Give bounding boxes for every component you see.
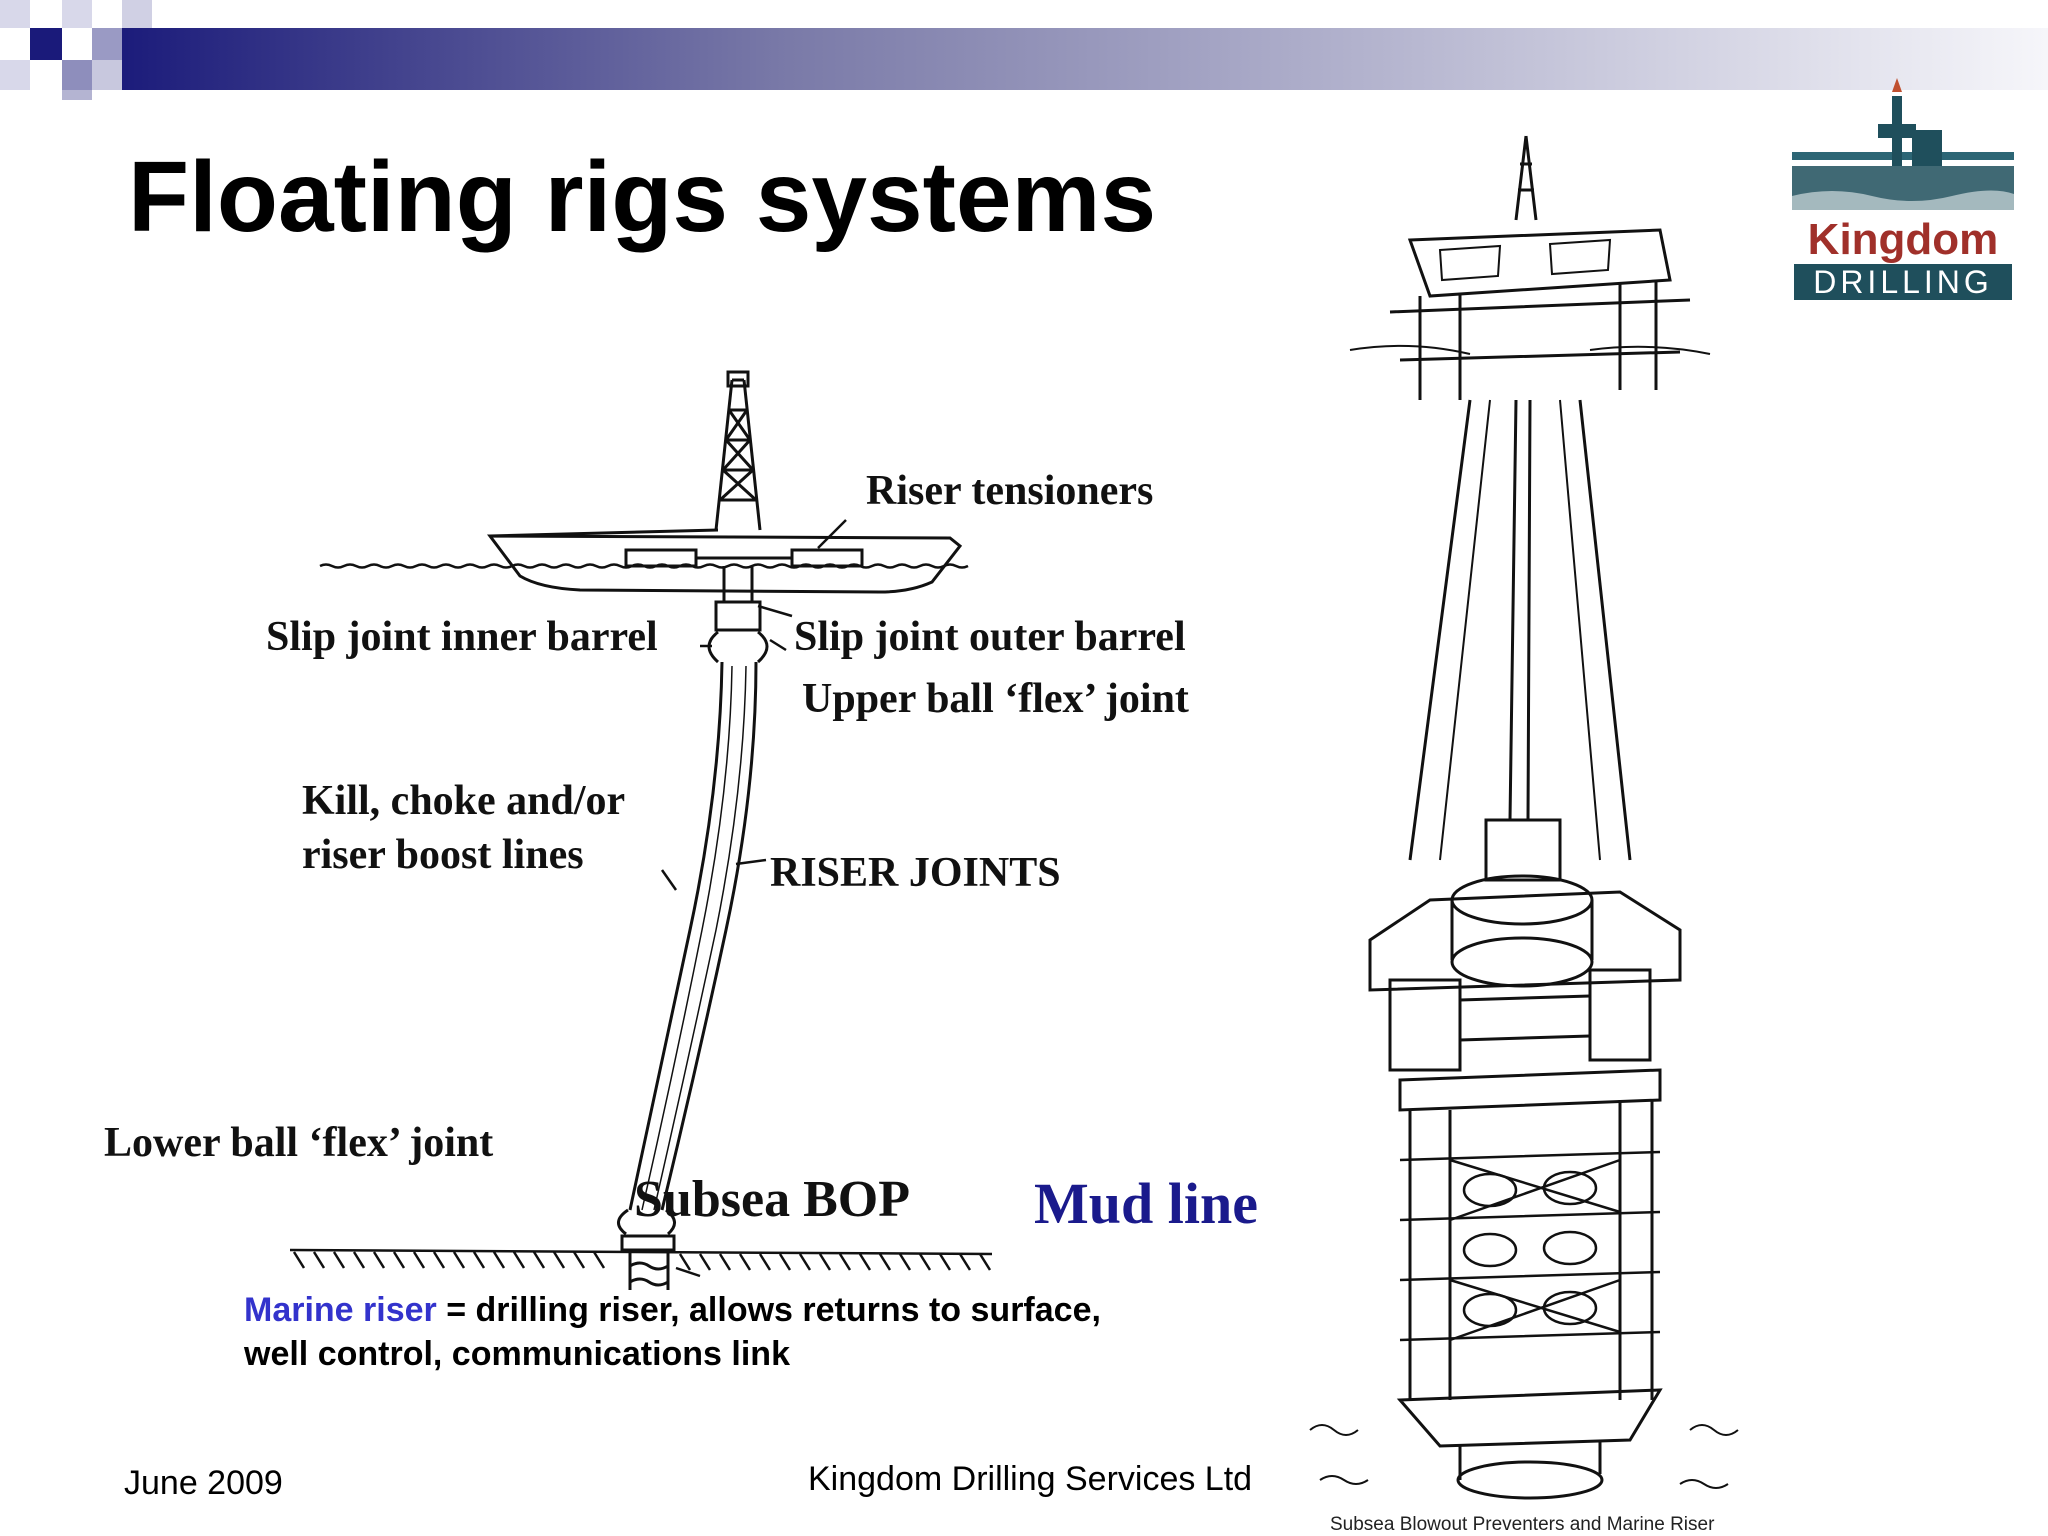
label-upper-flex-joint: Upper ball ‘flex’ joint	[802, 676, 1189, 722]
bop-stack	[620, 1234, 676, 1368]
label-riser-joints: RISER JOINTS	[770, 850, 1061, 896]
riser-pipe	[628, 661, 724, 1211]
kingdom-drilling-logo: Kingdom DRILLING	[1792, 78, 2014, 300]
semi-sub-rig-icon	[1349, 135, 1711, 400]
label-slip-joint-inner-barrel: Slip joint inner barrel	[266, 614, 658, 660]
label-riser-tensioners: Riser tensioners	[866, 468, 1154, 514]
label-kill-choke-lines-2: riser boost lines	[302, 832, 584, 878]
footer-date: June 2009	[124, 1464, 283, 1502]
riser-schematic	[280, 370, 1100, 1368]
logo-word-drilling: DRILLING	[1813, 264, 1993, 300]
derrick-icon	[714, 370, 762, 531]
slide-title: Floating rigs systems	[128, 141, 1157, 253]
label-slip-joint-outer-barrel: Slip joint outer barrel	[794, 614, 1186, 660]
marine-riser-caption: Marine riser = drilling riser, allows re…	[244, 1288, 1101, 1376]
bop-riser-illustration	[1290, 100, 1770, 1510]
label-kill-choke-lines-1: Kill, choke and/or	[302, 778, 626, 824]
label-subsea-bop: Subsea BOP	[634, 1171, 910, 1228]
caption-highlight: Marine riser	[244, 1291, 437, 1329]
label-mud-line: Mud line	[1034, 1171, 1258, 1236]
vessel-hull	[486, 534, 963, 594]
caption-line1: = drilling riser, allows returns to surf…	[436, 1291, 1101, 1329]
footer-company: Kingdom Drilling Services Ltd	[808, 1460, 1253, 1498]
logo-word-kingdom: Kingdom	[1808, 215, 1999, 264]
mud-line-ground	[289, 1248, 993, 1271]
label-lower-flex-joint: Lower ball ‘flex’ joint	[104, 1120, 494, 1166]
illustration-caption: Subsea Blowout Preventers and Marine Ris…	[1330, 1514, 1715, 1535]
header-band	[0, 0, 2048, 120]
caption-line2: well control, communications link	[244, 1335, 790, 1374]
